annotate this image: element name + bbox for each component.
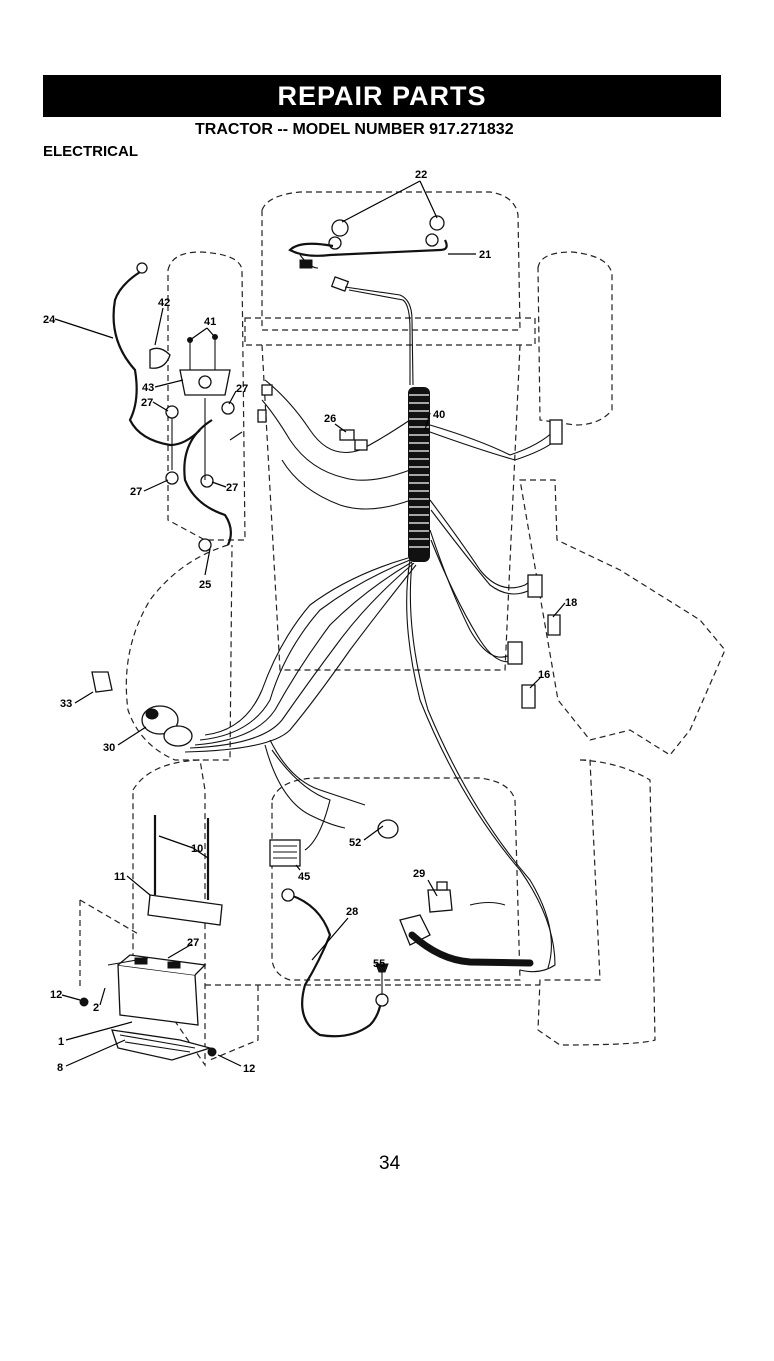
- callout-12-b: 12: [243, 1063, 255, 1075]
- callout-25: 25: [199, 579, 211, 591]
- callout-28: 28: [346, 906, 358, 918]
- callout-42: 42: [158, 297, 170, 309]
- callout-40: 40: [433, 409, 445, 421]
- callout-11: 11: [114, 871, 126, 883]
- callout-45: 45: [298, 871, 310, 883]
- headlight-assembly: [290, 181, 476, 268]
- callout-43: 43: [142, 382, 154, 394]
- callout-30: 30: [103, 742, 115, 754]
- callout-8: 8: [57, 1062, 63, 1074]
- callout-1: 1: [58, 1036, 64, 1048]
- callout-27-d: 27: [226, 482, 238, 494]
- callout-29: 29: [413, 868, 425, 880]
- callout-33: 33: [60, 698, 72, 710]
- tractor-outline: [80, 192, 725, 1065]
- wire-loom-coil: [408, 387, 430, 562]
- callout-41: 41: [204, 316, 216, 328]
- callout-24: 24: [43, 314, 56, 326]
- callout-27-a: 27: [141, 397, 153, 409]
- callout-52: 52: [349, 837, 361, 849]
- callout-27-e: 27: [187, 937, 199, 949]
- callout-18: 18: [565, 597, 577, 609]
- callout-27-b: 27: [236, 383, 248, 395]
- rear-components: [270, 820, 530, 1036]
- callout-2: 2: [93, 1002, 99, 1014]
- callout-55: 55: [373, 958, 385, 970]
- page-number: 34: [379, 1153, 400, 1175]
- callout-26: 26: [324, 413, 336, 425]
- callout-16: 16: [538, 669, 550, 681]
- callout-21: 21: [479, 249, 491, 261]
- callout-10: 10: [191, 843, 203, 855]
- callout-22: 22: [415, 169, 427, 181]
- callout-27-c: 27: [130, 486, 142, 498]
- main-wire-harness: [185, 277, 562, 972]
- harness-connectors-right: [522, 615, 560, 708]
- callout-12-a: 12: [50, 989, 62, 1001]
